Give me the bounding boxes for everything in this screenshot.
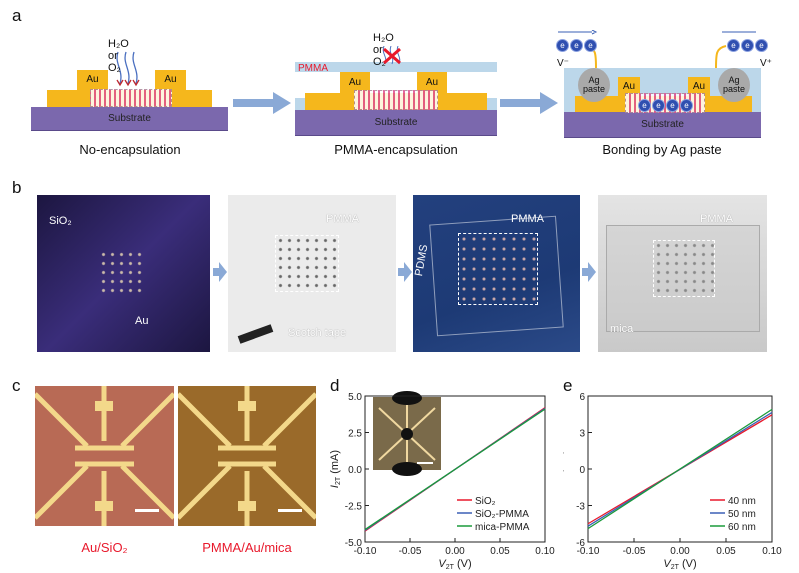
x-tick-label: -0.10 bbox=[354, 546, 377, 557]
y-tick-label: 0.0 bbox=[348, 465, 362, 476]
tweezers bbox=[237, 324, 274, 344]
substrate: Substrate bbox=[295, 110, 497, 136]
pmma-label: PMMA bbox=[326, 213, 359, 225]
arrow-right-icon bbox=[582, 262, 596, 282]
y-tick-label: 3 bbox=[579, 429, 585, 440]
legend-label: mica-PMMA bbox=[475, 522, 530, 533]
series-line-60-nm bbox=[587, 408, 773, 530]
legend-label: 50 nm bbox=[728, 509, 756, 520]
legend-label: 60 nm bbox=[728, 522, 756, 533]
scotch-tape-label: Scotch tape bbox=[288, 327, 347, 339]
caption-no-encapsulation: No-encapsulation bbox=[79, 142, 181, 157]
legend-label: SiO₂-PMMA bbox=[475, 509, 529, 520]
caption-pmma-au-mica: PMMA/Au/mica bbox=[202, 540, 292, 555]
inset-scale-bar bbox=[417, 462, 433, 464]
arrow-right-icon bbox=[500, 92, 558, 114]
y-tick-label: -5.0 bbox=[345, 538, 363, 549]
x-axis-label: V2T (V) bbox=[663, 558, 696, 571]
pmma-region bbox=[458, 233, 538, 305]
photo-sio2-wafer: SiO₂ Au bbox=[37, 195, 210, 352]
legend-label: 40 nm bbox=[728, 496, 756, 507]
micrograph-pmma-au-mica bbox=[178, 386, 316, 526]
gas-label: H₂O or O₂ bbox=[108, 38, 129, 74]
panel-label-a: a bbox=[12, 6, 22, 25]
caption-pmma-encapsulation: PMMA-encapsulation bbox=[334, 142, 458, 157]
x-tick-label: -0.05 bbox=[623, 546, 646, 557]
y-tick-label: -6 bbox=[576, 538, 585, 549]
ag-paste-right: Ag paste bbox=[718, 68, 750, 102]
blocked-x-icon bbox=[382, 46, 401, 65]
x-tick-label: 0.10 bbox=[762, 546, 782, 557]
micrograph-au-sio2 bbox=[35, 386, 174, 526]
substrate: Substrate bbox=[31, 107, 228, 131]
y-tick-label: 6 bbox=[579, 392, 585, 403]
au-label: Au bbox=[135, 315, 149, 327]
gas-arrows-icon bbox=[116, 51, 140, 87]
substrate: Substrate bbox=[564, 112, 761, 138]
2d-material bbox=[90, 89, 172, 107]
x-tick-label: 0.00 bbox=[670, 546, 690, 557]
pmma-label: PMMA bbox=[700, 213, 733, 225]
x-tick-label: -0.05 bbox=[399, 546, 422, 557]
v-plus-label: V⁺ bbox=[760, 58, 772, 69]
ag-paste-left: Ag paste bbox=[578, 68, 610, 102]
pmma-region bbox=[275, 235, 339, 292]
y-tick-label: 0 bbox=[579, 465, 585, 476]
x-tick-label: 0.05 bbox=[490, 546, 510, 557]
x-tick-label: 0.10 bbox=[535, 546, 555, 557]
mica-label: mica bbox=[610, 323, 634, 335]
au-electrode-array bbox=[99, 250, 144, 295]
au-electrode-right: Au bbox=[688, 77, 710, 96]
au-electrode-right: Au bbox=[417, 72, 447, 93]
pmma-top bbox=[295, 62, 497, 72]
pdms-label: PDMS bbox=[413, 243, 431, 278]
series-line-mica-PMMA bbox=[364, 408, 546, 531]
v-minus-label: V⁻ bbox=[557, 58, 569, 69]
photo-mica: PMMA mica bbox=[598, 195, 767, 352]
au-electrode-left: Au bbox=[340, 72, 370, 93]
au-electrode-left: Au bbox=[77, 70, 108, 90]
inset-micrograph bbox=[373, 391, 441, 476]
photo-pdms: PMMA PDMS bbox=[413, 195, 580, 352]
panel-label-d: d bbox=[330, 376, 340, 395]
y-axis-label: I2T (mA) bbox=[563, 450, 565, 488]
y-tick-label: 5.0 bbox=[348, 392, 362, 403]
au-electrode-left: Au bbox=[618, 77, 640, 96]
y-tick-label: -2.5 bbox=[345, 502, 363, 513]
photo-scotch-tape: PMMA Scotch tape bbox=[228, 195, 396, 352]
wires-icon bbox=[558, 30, 756, 69]
pmma-label: PMMA bbox=[298, 63, 328, 74]
chart-e: -0.10 -0.05 0.00 0.05 0.10 -6 -3 0 3 6 40 nm 50 nm 6… bbox=[563, 392, 782, 571]
arrow-right-icon bbox=[233, 92, 291, 114]
au-electrode-right: Au bbox=[155, 70, 186, 90]
sio2-label: SiO₂ bbox=[49, 215, 72, 227]
arrow-right-icon bbox=[398, 262, 412, 282]
x-tick-label: 0.05 bbox=[716, 546, 736, 557]
caption-bonding: Bonding by Ag paste bbox=[602, 142, 722, 157]
gas-label: H₂O or O₂ bbox=[373, 32, 394, 68]
caption-au-sio2: Au/SiO₂ bbox=[81, 540, 128, 555]
chart-d: -0.10 -0.05 0.00 0.05 0.10 -5.0 -2.5 0.0 2.5 5.0S… bbox=[330, 391, 555, 571]
x-tick-label: -0.10 bbox=[577, 546, 600, 557]
panel-label-c: c bbox=[12, 376, 21, 395]
panel-label-b: b bbox=[12, 178, 22, 197]
inset-pad-top bbox=[392, 391, 422, 405]
inset-sample bbox=[401, 428, 413, 440]
pmma-label: PMMA bbox=[511, 213, 544, 225]
panel-label-e: e bbox=[563, 376, 573, 395]
x-axis-label: V2T (V) bbox=[438, 558, 471, 571]
2d-material bbox=[354, 90, 438, 110]
y-tick-label: 2.5 bbox=[348, 429, 362, 440]
inset-pad-bottom bbox=[392, 462, 422, 476]
y-tick-label: -3 bbox=[576, 502, 585, 513]
pmma-region bbox=[653, 240, 715, 297]
y-axis-label: I2T (mA) bbox=[330, 450, 342, 488]
legend-label: SiO₂ bbox=[475, 496, 496, 507]
arrow-right-icon bbox=[213, 262, 227, 282]
x-tick-label: 0.00 bbox=[445, 546, 465, 557]
